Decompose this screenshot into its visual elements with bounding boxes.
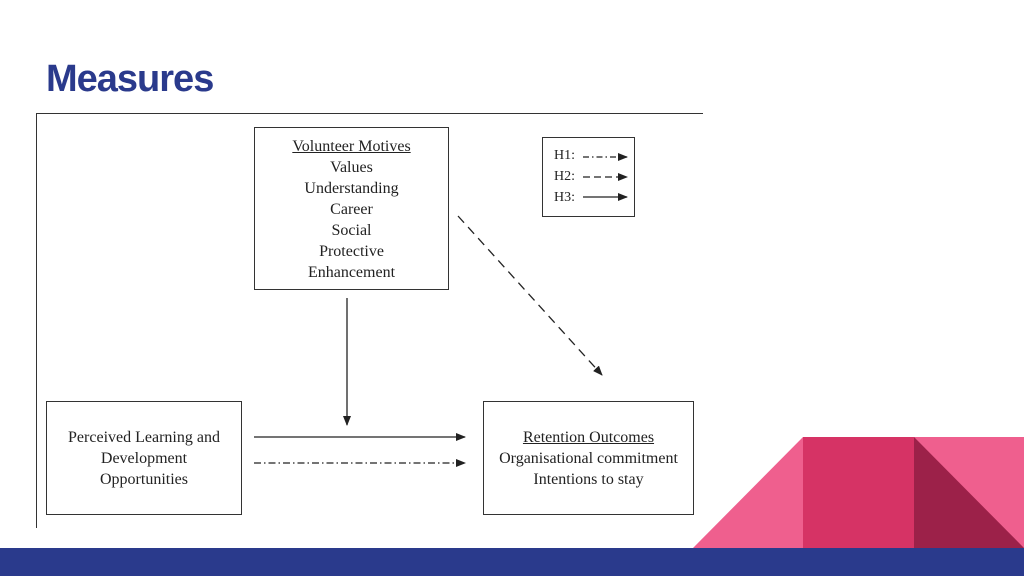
deco-square-mid: [803, 437, 914, 548]
footer-bar: [0, 548, 1024, 576]
motive-social: Social: [331, 222, 372, 239]
retention-commitment: Organisational commitment: [499, 450, 678, 467]
legend-label-h3: H3:: [554, 190, 575, 205]
legend-label-h2: H2:: [554, 169, 575, 184]
motive-career: Career: [330, 201, 373, 218]
motive-values: Values: [330, 159, 373, 176]
learning-line-2: Development: [100, 450, 188, 467]
retention-outcomes-box: Retention Outcomes Organisational commit…: [483, 401, 694, 515]
volunteer-motives-box: Volunteer Motives Values Understanding C…: [254, 127, 449, 290]
learning-line-3: Opportunities: [100, 471, 188, 488]
perceived-learning-box: Perceived Learning and Development Oppor…: [46, 401, 242, 515]
deco-triangle-left: [693, 437, 803, 548]
slide-title: Measures: [46, 58, 214, 100]
retention-intentions: Intentions to stay: [533, 471, 644, 488]
figure-frame: [36, 113, 703, 528]
motive-enhancement: Enhancement: [307, 264, 396, 281]
arrow-motives-retention-h2: [457, 215, 603, 376]
motive-understanding: Understanding: [304, 180, 399, 197]
deco-triangle-right: [914, 437, 1024, 548]
motive-protective: Protective: [319, 243, 384, 260]
learning-line-1: Perceived Learning and: [68, 429, 220, 446]
motives-title: Volunteer Motives: [292, 138, 411, 155]
legend-box: H1: H2: H3:: [542, 137, 635, 217]
legend-label-h1: H1:: [554, 148, 575, 163]
retention-title: Retention Outcomes: [522, 429, 655, 446]
